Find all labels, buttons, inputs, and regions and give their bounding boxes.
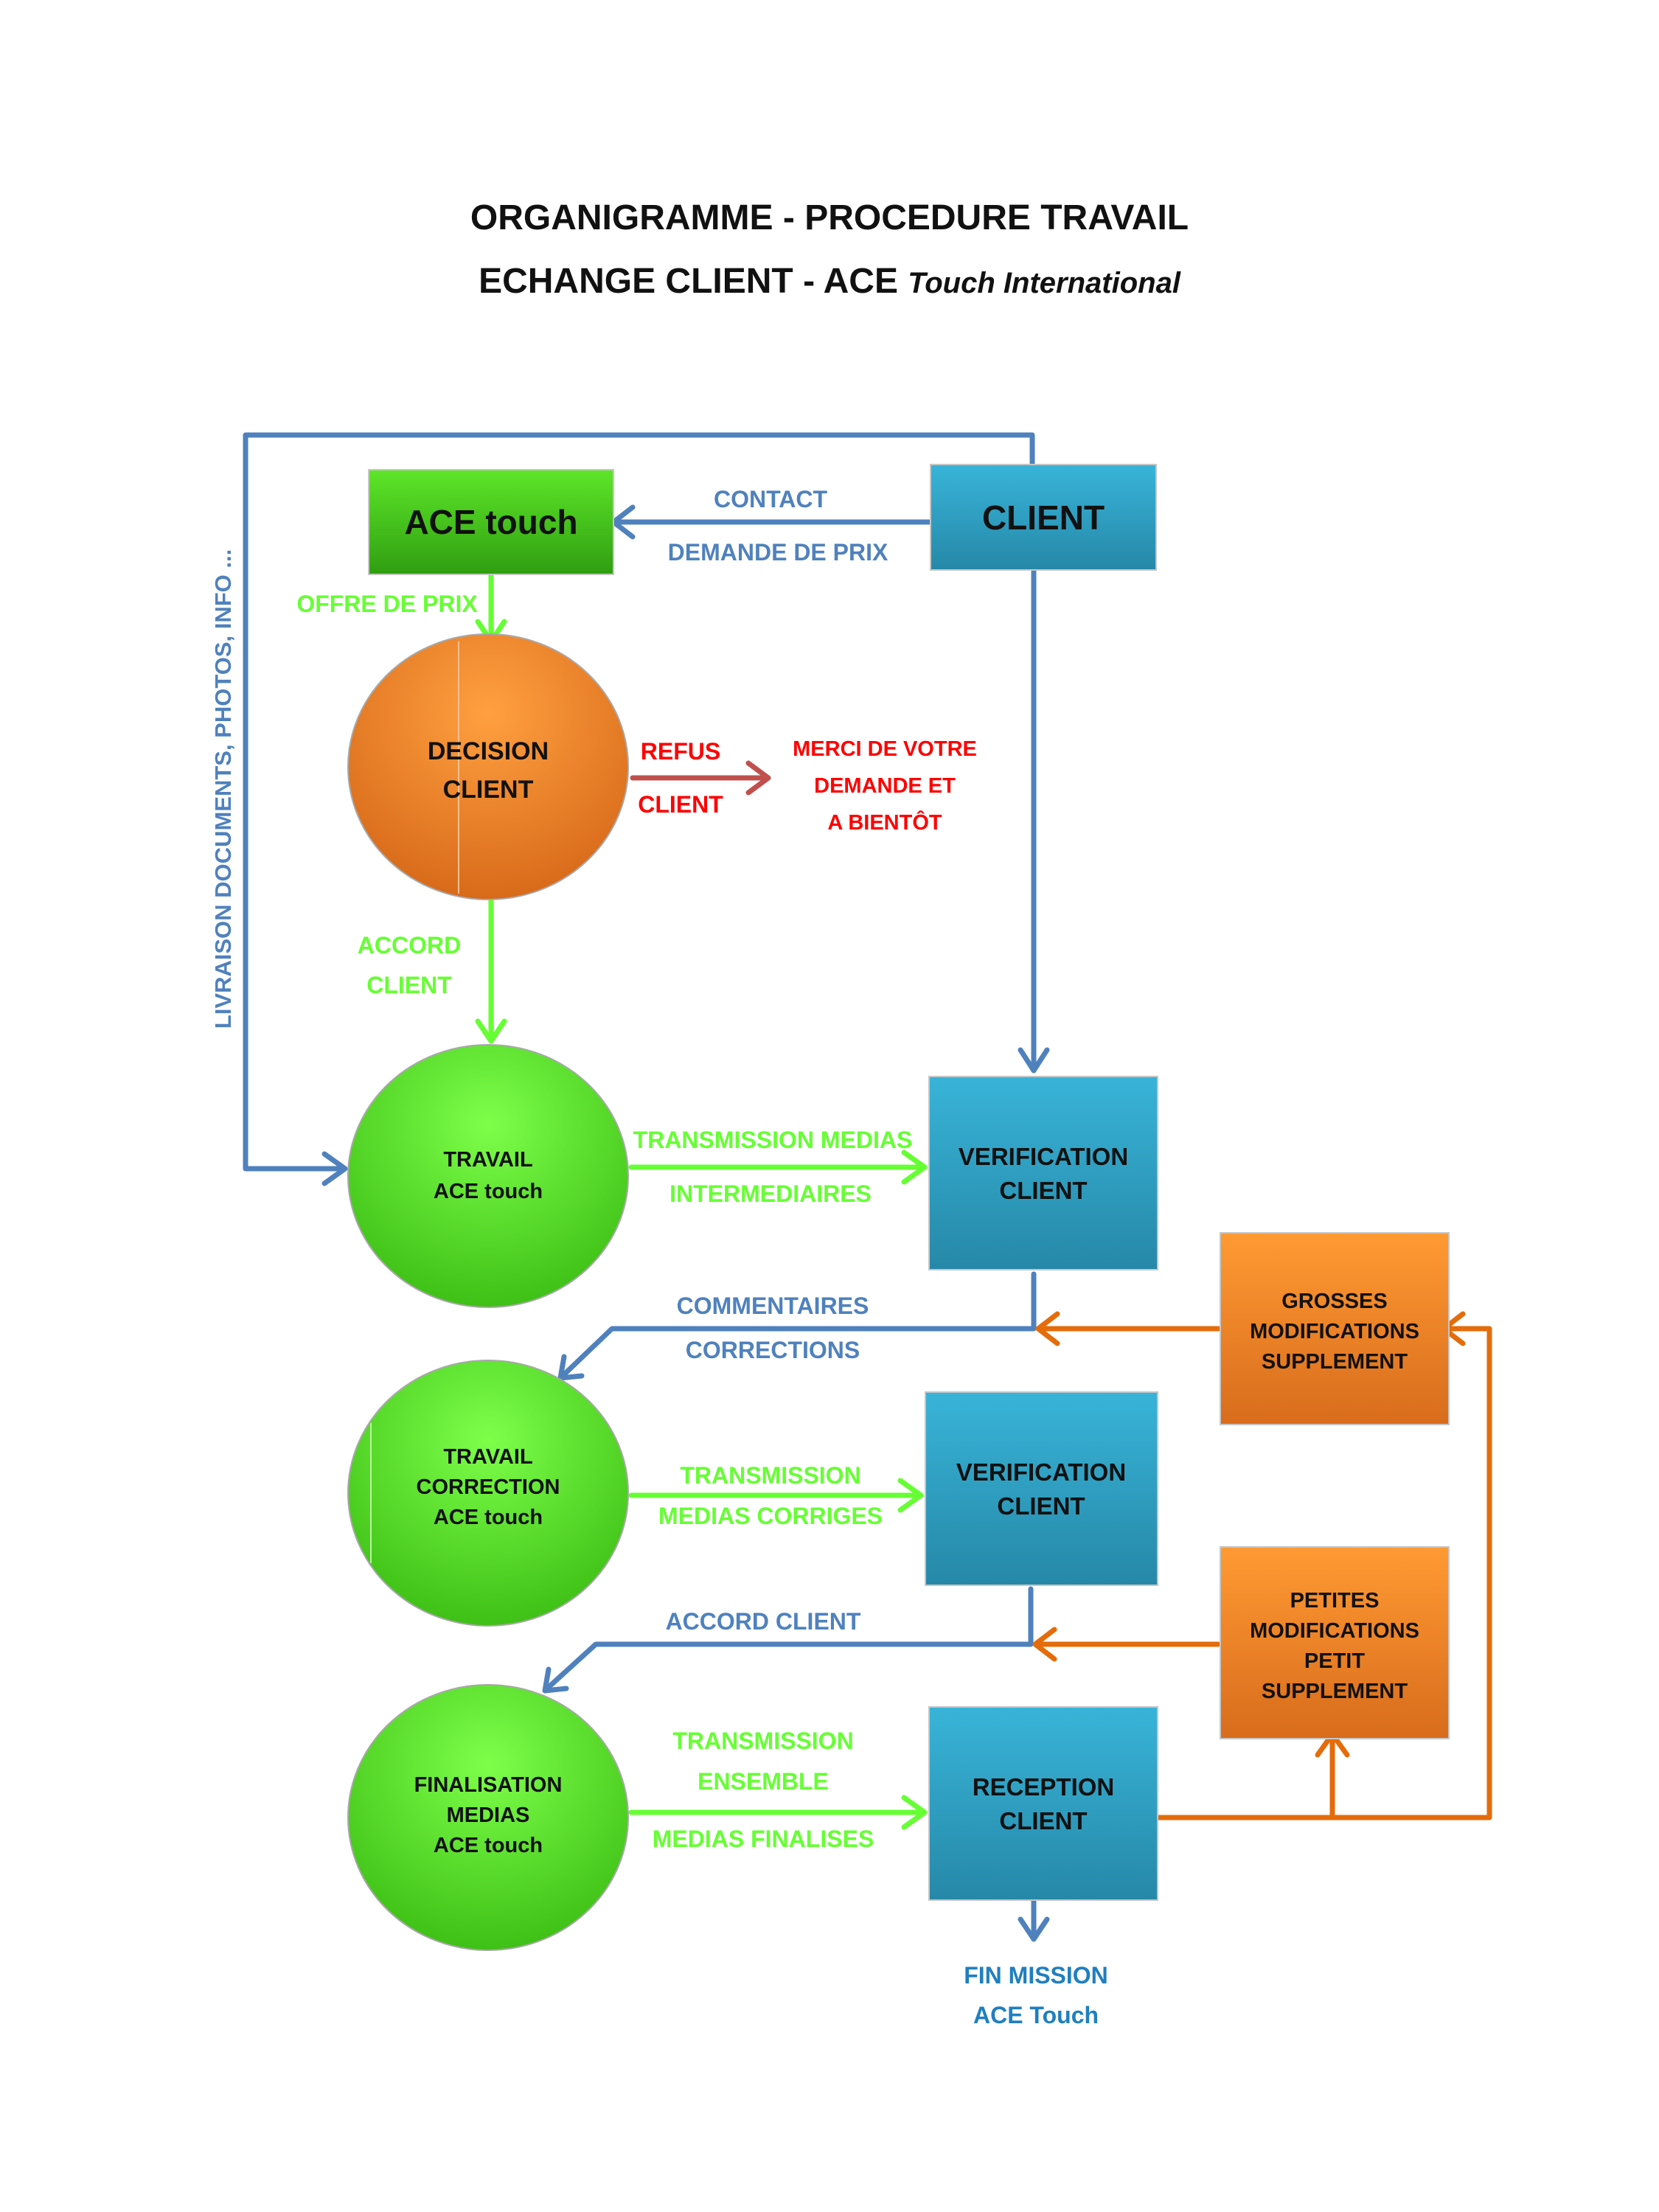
- grosses-line-2: MODIFICATIONS: [1250, 1320, 1419, 1343]
- merci-line-3: A BIENTÔT: [827, 810, 942, 835]
- transmission2-arrowhead: [897, 1478, 924, 1513]
- accord-client-line: [544, 1586, 1034, 1691]
- travail-correction-node: TRAVAIL CORRECTION ACE touch: [347, 1360, 629, 1627]
- transmission-corriges-label-2: MEDIAS CORRIGES: [658, 1503, 883, 1529]
- medias-finalises-label: MEDIAS FINALISES: [653, 1826, 874, 1852]
- verification1-line-1: VERIFICATION: [959, 1143, 1128, 1170]
- accord-label-1: ACCORD: [358, 932, 461, 959]
- fin-mission-label-2: ACE Touch: [973, 2002, 1099, 2028]
- finalisation-medias-node: FINALISATION MEDIAS ACE touch: [347, 1684, 629, 1951]
- petites-line-4: SUPPLEMENT: [1262, 1680, 1408, 1703]
- verification-client-box-1: VERIFICATION CLIENT: [928, 1076, 1158, 1270]
- client-label: CLIENT: [982, 498, 1105, 537]
- verification-client-box-2: VERIFICATION CLIENT: [925, 1391, 1158, 1586]
- page-title-line1: ORGANIGRAMME - PROCEDURE TRAVAIL: [470, 198, 1189, 237]
- transmission3-arrowhead: [901, 1795, 928, 1830]
- title-line2-main: ECHANGE CLIENT - ACE: [479, 262, 908, 301]
- commentaires-line: [560, 1271, 1037, 1379]
- grosses-line-1: GROSSES: [1281, 1290, 1387, 1313]
- petites-line-1: PETITES: [1290, 1589, 1380, 1613]
- offre-prix-label: OFFRE DE PRIX: [296, 591, 478, 617]
- accord-client-label: ACCORD CLIENT: [666, 1608, 861, 1635]
- petites-line-3: PETIT: [1304, 1649, 1365, 1673]
- commentaires-label-1: COMMENTAIRES: [677, 1293, 869, 1319]
- livraison-loop-line: [243, 432, 1035, 1172]
- refus-client-label: CLIENT: [638, 791, 723, 818]
- finalisation-line-3: ACE touch: [434, 1834, 543, 1857]
- transmission-medias-label-1: TRANSMISSION MEDIAS: [633, 1127, 913, 1153]
- reception-line-1: RECEPTION: [973, 1773, 1115, 1801]
- refus-arrowhead: [745, 760, 771, 796]
- accord-client-arrowhead: [542, 1666, 569, 1694]
- page-title-line2: ECHANGE CLIENT - ACE Touch International: [0, 261, 1659, 302]
- petites-line-2: MODIFICATIONS: [1250, 1619, 1419, 1643]
- accord-arrowhead: [475, 1018, 507, 1044]
- transmission-ensemble-label-2: ENSEMBLE: [698, 1768, 829, 1795]
- reception-loop-line: [1155, 1326, 1492, 1820]
- grosses-modifications-box: GROSSES MODIFICATIONS SUPPLEMENT: [1220, 1232, 1450, 1425]
- travail-correction-line-2: CORRECTION: [417, 1475, 560, 1499]
- commentaires-label-2: CORRECTIONS: [686, 1337, 860, 1363]
- grosses-line-3: SUPPLEMENT: [1262, 1350, 1408, 1374]
- livraison-label: LIVRAISON DOCUMENTS, PHOTOS, INFO ...: [210, 549, 236, 1029]
- finalisation-line-2: MEDIAS: [447, 1804, 530, 1827]
- decision-line-2: CLIENT: [443, 776, 534, 804]
- refus-label: REFUS: [641, 738, 720, 765]
- merci-line-1: MERCI DE VOTRE: [793, 737, 977, 761]
- travail-node: TRAVAIL ACE touch: [347, 1044, 629, 1308]
- contact-label: CONTACT: [714, 486, 828, 512]
- ace-touch-label: ACE touch: [404, 503, 577, 541]
- transmission-ensemble-label-1: TRANSMISSION: [672, 1728, 853, 1754]
- decision-client-node: DECISION CLIENT: [347, 633, 629, 900]
- fin-mission-arrowhead: [1018, 1916, 1050, 1942]
- verification2-line-2: CLIENT: [997, 1492, 1085, 1520]
- livraison-arrowhead: [321, 1151, 348, 1186]
- petites-arrowhead: [1032, 1627, 1057, 1662]
- accord-label-2: CLIENT: [366, 972, 452, 998]
- transmission-corriges-label-1: TRANSMISSION: [680, 1462, 860, 1489]
- transmission-medias-label-2: INTERMEDIAIRES: [669, 1180, 872, 1207]
- title-line2-italic: Touch International: [908, 267, 1180, 299]
- ace-touch-box: ACE touch: [368, 469, 614, 575]
- decision-line-1: DECISION: [428, 737, 549, 765]
- fin-mission-label-1: FIN MISSION: [964, 1962, 1108, 1989]
- transmission1-arrowhead: [901, 1150, 928, 1185]
- travail-line-1: TRAVAIL: [443, 1148, 532, 1172]
- finalisation-line-1: FINALISATION: [414, 1773, 563, 1797]
- reception-client-box: RECEPTION CLIENT: [928, 1706, 1158, 1901]
- demande-prix-label: DEMANDE DE PRIX: [668, 539, 888, 566]
- client-verif-arrowhead: [1018, 1047, 1050, 1074]
- travail-line-2: ACE touch: [434, 1180, 543, 1203]
- travail-correction-line-3: ACE touch: [434, 1506, 543, 1529]
- verification2-line-1: VERIFICATION: [956, 1458, 1126, 1486]
- reception-line-2: CLIENT: [999, 1807, 1087, 1834]
- commentaires-arrowhead: [557, 1354, 585, 1381]
- client-box: CLIENT: [930, 464, 1157, 571]
- grosses-arrowhead: [1035, 1311, 1060, 1346]
- merci-line-2: DEMANDE ET: [814, 774, 956, 798]
- verification1-line-2: CLIENT: [999, 1177, 1087, 1204]
- petites-modifications-box: PETITES MODIFICATIONS PETIT SUPPLEMENT: [1220, 1546, 1450, 1739]
- travail-correction-line-1: TRAVAIL: [443, 1445, 532, 1469]
